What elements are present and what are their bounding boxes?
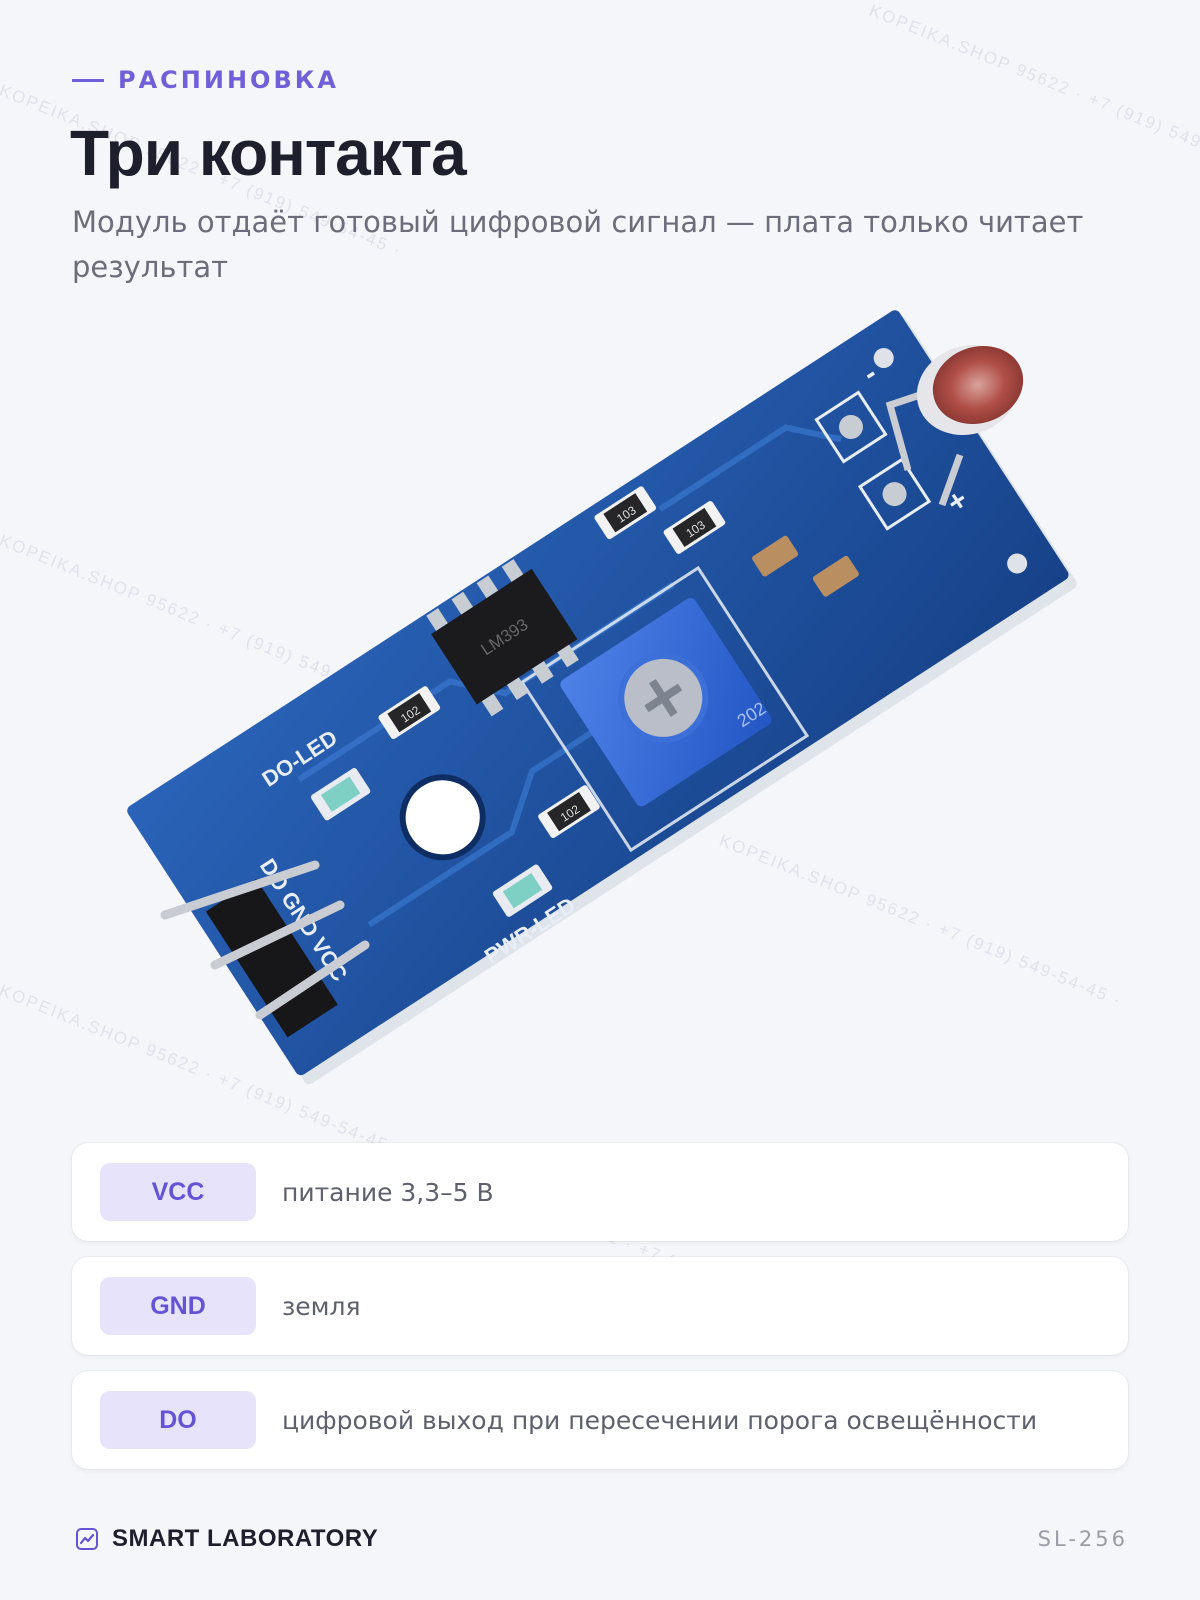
pin-row-vcc: VCC питание 3,3–5 В	[72, 1143, 1128, 1241]
eyebrow-dash	[72, 78, 104, 82]
page-title: Три контакта	[70, 117, 467, 189]
pin-row-do: DO цифровой выход при пересечении порога…	[72, 1371, 1128, 1469]
resistor-102-b: 102	[538, 785, 600, 839]
product-code: SL-256	[1037, 1527, 1128, 1551]
mounting-hole	[399, 774, 486, 861]
section-eyebrow: РАСПИНОВКА	[72, 66, 339, 94]
eyebrow-label: РАСПИНОВКА	[118, 66, 339, 94]
pin-row-gnd: GND земля	[72, 1257, 1128, 1355]
capacitor	[752, 535, 799, 577]
header-pins	[160, 860, 370, 1020]
sensor-module-illustration: LM393 202 103 103	[127, 310, 1077, 1085]
watermark: KOPEIKA.SHOP 95622 · +7 (919) 549-54-45 …	[866, 0, 1200, 181]
page-subtitle: Модуль отдаёт готовый цифровой сигнал — …	[72, 205, 1084, 284]
pin-header	[205, 878, 338, 1038]
pin-tag-gnd: GND	[100, 1277, 256, 1335]
chart-trend-icon	[76, 1528, 98, 1550]
pin-list: VCC питание 3,3–5 В GND земля DO цифрово…	[72, 1143, 1128, 1485]
resistor-103-b: 103	[663, 501, 726, 554]
product-photo: LM393 202 103 103	[100, 305, 1100, 1105]
resistor-103-a: 103	[594, 486, 657, 540]
chip-lm393	[431, 568, 578, 705]
photoresistor	[885, 344, 1024, 507]
pin-description-gnd: земля	[282, 1291, 361, 1321]
capacitor	[812, 555, 859, 597]
pin-description-vcc: питание 3,3–5 В	[282, 1177, 494, 1207]
pin-tag-do: DO	[100, 1391, 256, 1449]
footer-brand: SMART LABORATORY	[76, 1525, 378, 1553]
brand-name: SMART LABORATORY	[112, 1525, 379, 1552]
pin-tag-vcc: VCC	[100, 1163, 256, 1221]
resistor-102-a: 102	[378, 686, 441, 740]
pin-description-do: цифровой выход при пересечении порога ос…	[282, 1405, 1038, 1435]
